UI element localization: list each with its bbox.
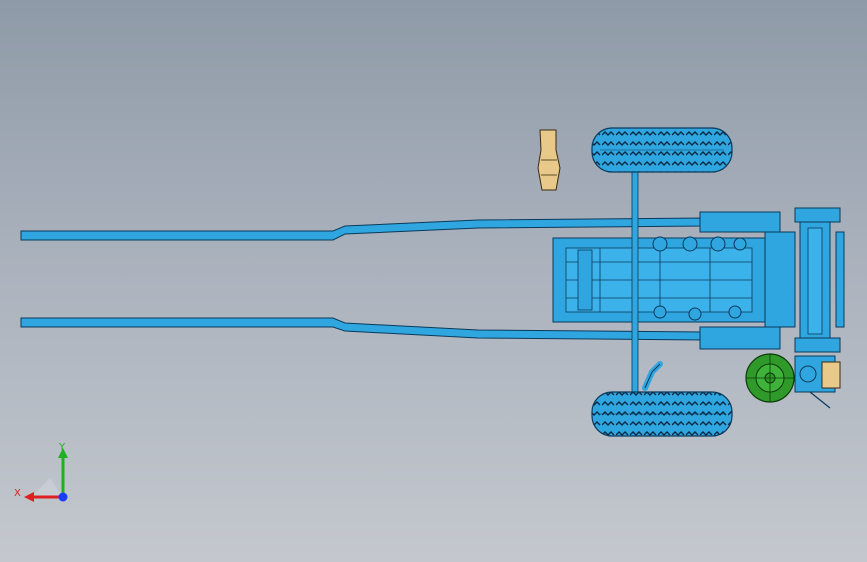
z-axis-dot [58,492,68,502]
y-axis-label: Y [58,442,66,453]
rear-tire-right[interactable] [591,391,733,437]
x-axis-label: X [14,488,21,499]
front-axle-assembly[interactable] [794,207,845,353]
coordinate-triad-icon: Y X [14,442,68,502]
rear-axle-shaft[interactable] [631,169,639,393]
rear-tire-left[interactable] [591,127,733,173]
steering-gear[interactable] [794,355,841,409]
exhaust-pipe[interactable] [642,361,663,391]
spare-wheel[interactable] [745,353,795,403]
detached-bracket-part[interactable] [537,129,561,191]
frame-rail-upper[interactable] [20,217,706,241]
engine-assembly[interactable] [552,236,769,323]
transmission-housing[interactable] [699,211,796,350]
